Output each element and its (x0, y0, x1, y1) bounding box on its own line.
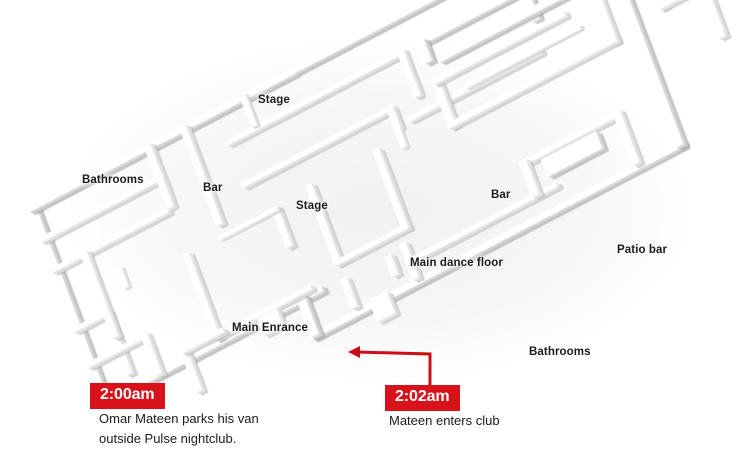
wall-patio-bar-e (688, 0, 726, 39)
timestamp-badge-2-00am: 2:00am (90, 383, 165, 409)
room-label-stage-lower: Stage (296, 200, 328, 212)
building-ground-shadow (70, 40, 690, 380)
annotation-caption-2-00am: Omar Mateen parks his van outside Pulse … (99, 411, 259, 447)
room-label-patio-bar: Patio bar (617, 244, 668, 256)
room-label-bathrooms-left: Bathrooms (82, 174, 144, 186)
room-label-main-entrance: Main Enrance (232, 322, 308, 334)
room-label-bar-left: Bar (203, 182, 223, 194)
room-label-dance-floor: Main dance floor (410, 257, 503, 269)
wall-bar-right-inner-e (591, 0, 618, 45)
room-label-bathrooms-right: Bathrooms (529, 346, 591, 358)
annotation-caption-2-02am: Mateen enters club (389, 413, 500, 428)
annotation-arrow-2-02am (348, 346, 432, 385)
timestamp-badge-2-02am: 2:02am (385, 385, 460, 411)
wall-patio-bar-s (656, 0, 695, 11)
room-label-bar-right: Bar (491, 189, 511, 201)
room-label-stage-upper: Stage (258, 94, 290, 106)
